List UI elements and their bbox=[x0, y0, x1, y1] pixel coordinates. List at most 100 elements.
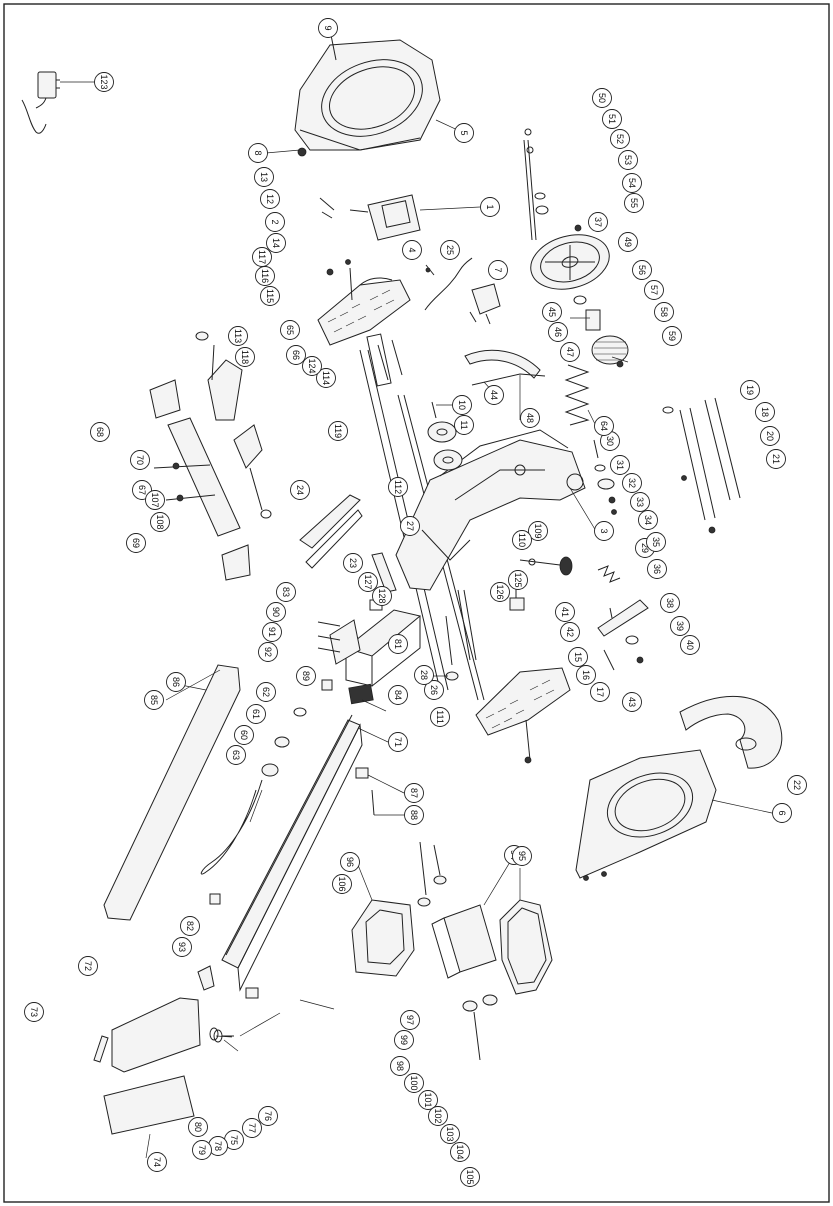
callout-102: 102 bbox=[428, 1106, 448, 1126]
callout-circle bbox=[126, 533, 146, 553]
callout-label: 20 bbox=[765, 431, 775, 441]
callout-label: 17 bbox=[595, 687, 605, 697]
callout-label: 42 bbox=[565, 627, 575, 637]
callout-circle bbox=[388, 732, 408, 752]
callout-circle bbox=[256, 682, 276, 702]
callout-label: 97 bbox=[405, 1015, 415, 1025]
callout-label: 78 bbox=[213, 1141, 223, 1151]
callout-circle bbox=[602, 109, 622, 129]
callout-99: 99 bbox=[394, 1030, 414, 1050]
spring-part bbox=[564, 364, 590, 426]
callout-circle bbox=[255, 266, 275, 286]
callout-circle bbox=[592, 88, 612, 108]
callout-circle bbox=[130, 450, 150, 470]
callout-circle bbox=[404, 805, 424, 825]
callout-circle bbox=[150, 512, 170, 532]
callout-circle bbox=[90, 422, 110, 442]
callout-97: 97 bbox=[400, 1010, 420, 1030]
callout-label: 107 bbox=[150, 492, 160, 507]
callout-112: 112 bbox=[388, 477, 408, 497]
callout-label: 70 bbox=[135, 455, 145, 465]
callout-label: 66 bbox=[291, 350, 301, 360]
callout-label: 65 bbox=[285, 325, 295, 335]
callout-107: 107 bbox=[145, 490, 165, 510]
callout-label: 30 bbox=[605, 436, 615, 446]
callout-77: 77 bbox=[242, 1118, 262, 1138]
callout-circle bbox=[388, 477, 408, 497]
callout-label: 38 bbox=[665, 598, 675, 608]
seat-part bbox=[195, 331, 243, 421]
callout-119: 119 bbox=[328, 421, 348, 441]
pulleys-part bbox=[427, 401, 463, 471]
callout-circle bbox=[252, 247, 272, 267]
callout-circle bbox=[646, 532, 666, 552]
callout-40: 40 bbox=[680, 635, 700, 655]
callout-circle bbox=[654, 302, 674, 322]
callout-circle bbox=[318, 18, 338, 38]
callout-72: 72 bbox=[78, 956, 98, 976]
seat-frame-part bbox=[351, 899, 415, 977]
callout-circle bbox=[460, 1167, 480, 1187]
callout-54: 54 bbox=[622, 173, 642, 193]
callout-label: 116 bbox=[260, 269, 270, 283]
callout-label: 93 bbox=[177, 942, 187, 952]
callout-113: 113 bbox=[228, 326, 248, 346]
callout-label: 117 bbox=[257, 250, 267, 264]
callout-label: 80 bbox=[193, 1122, 203, 1132]
callout-circle bbox=[760, 426, 780, 446]
callout-label: 7 bbox=[493, 267, 503, 272]
callout-20: 20 bbox=[760, 426, 780, 446]
main-rail-part bbox=[209, 679, 375, 999]
callout-label: 127 bbox=[363, 574, 373, 589]
callout-16: 16 bbox=[576, 665, 596, 685]
callout-24: 24 bbox=[290, 480, 310, 500]
callout-86: 86 bbox=[166, 672, 186, 692]
callout-label: 88 bbox=[409, 810, 419, 820]
callout-circle bbox=[234, 725, 254, 745]
callout-circle bbox=[555, 602, 575, 622]
callout-14: 14 bbox=[266, 233, 286, 253]
callout-label: 27 bbox=[405, 521, 415, 531]
callout-81: 81 bbox=[388, 634, 408, 654]
callout-circle bbox=[488, 260, 508, 280]
callout-label: 101 bbox=[423, 1092, 433, 1107]
callout-circle bbox=[262, 622, 282, 642]
console-part bbox=[319, 194, 421, 241]
callout-label: 60 bbox=[239, 730, 249, 740]
callout-label: 25 bbox=[445, 245, 455, 255]
callout-23: 23 bbox=[343, 553, 363, 573]
callout-label: 39 bbox=[675, 621, 685, 631]
callout-circle bbox=[260, 189, 280, 209]
side-shroud-part bbox=[575, 749, 717, 881]
callout-label: 46 bbox=[553, 327, 563, 337]
callout-label: 29 bbox=[640, 543, 650, 553]
callout-circle bbox=[680, 635, 700, 655]
rear-stabilizer-part bbox=[149, 379, 251, 581]
callout-53: 53 bbox=[618, 150, 638, 170]
callout-circle bbox=[610, 129, 630, 149]
callout-label: 32 bbox=[627, 478, 637, 488]
callout-label: 109 bbox=[533, 523, 543, 538]
callout-69: 69 bbox=[126, 533, 146, 553]
side-cover-part bbox=[679, 695, 783, 769]
callout-circle bbox=[254, 167, 274, 187]
callout-circle bbox=[414, 665, 434, 685]
callout-6: 6 bbox=[772, 803, 792, 823]
callout-circle bbox=[520, 408, 540, 428]
plate-part bbox=[371, 552, 397, 593]
callout-circle bbox=[618, 232, 638, 252]
callout-circle bbox=[144, 690, 164, 710]
callout-label: 115 bbox=[265, 289, 275, 303]
callout-42: 42 bbox=[560, 622, 580, 642]
part-callouts: 1234567891011121314151617181920212223242… bbox=[24, 18, 807, 1187]
callout-circle bbox=[172, 937, 192, 957]
callout-50: 50 bbox=[592, 88, 612, 108]
callout-circle bbox=[568, 647, 588, 667]
callout-circle bbox=[528, 521, 548, 541]
callout-label: 99 bbox=[399, 1035, 409, 1045]
callout-46: 46 bbox=[548, 322, 568, 342]
callout-57: 57 bbox=[644, 280, 664, 300]
callout-label: 41 bbox=[560, 607, 570, 617]
callout-label: 55 bbox=[629, 198, 639, 208]
callout-label: 98 bbox=[395, 1061, 405, 1071]
